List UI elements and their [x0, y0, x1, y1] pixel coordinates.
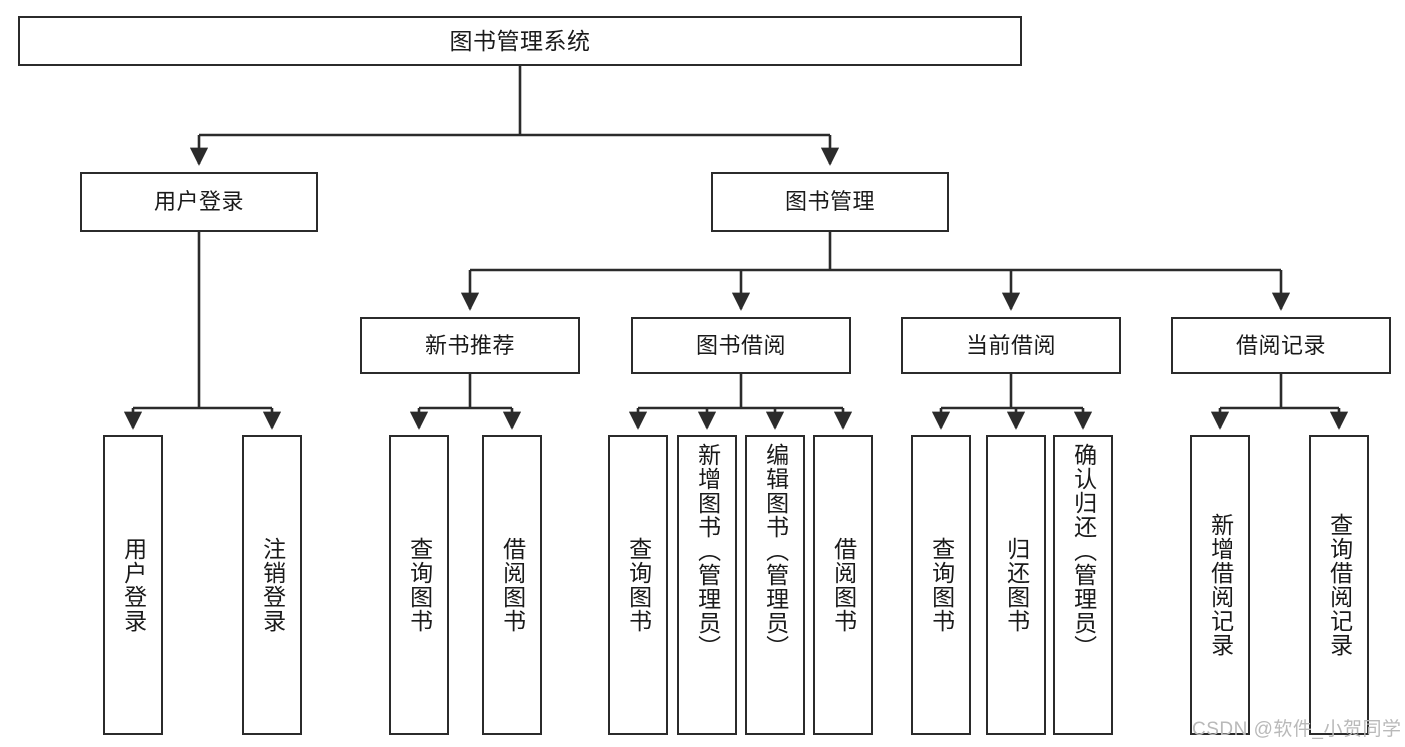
node-leaf-query-book-rec[interactable]: 查询图书: [389, 435, 449, 735]
node-leaf-edit-book-admin-label: 编辑图书（管理员）: [762, 443, 789, 659]
node-leaf-edit-book-admin[interactable]: 编辑图书（管理员）: [745, 435, 805, 735]
node-borrow-record[interactable]: 借阅记录: [1171, 317, 1391, 374]
node-leaf-logout-label: 注销登录: [259, 537, 286, 633]
node-leaf-confirm-return-admin-label: 确认归还（管理员）: [1070, 443, 1097, 659]
node-leaf-query-book-borrow[interactable]: 查询图书: [608, 435, 668, 735]
node-leaf-return-book[interactable]: 归还图书: [986, 435, 1046, 735]
node-leaf-add-book-admin-label: 新增图书（管理员）: [694, 443, 721, 659]
node-leaf-return-book-label: 归还图书: [1003, 537, 1030, 633]
node-leaf-user-login-label: 用户登录: [120, 537, 147, 633]
node-current-borrow[interactable]: 当前借阅: [901, 317, 1121, 374]
node-user-login-label: 用户登录: [153, 189, 244, 214]
node-book-manage-label: 图书管理: [784, 189, 875, 214]
node-leaf-query-book-current[interactable]: 查询图书: [911, 435, 971, 735]
node-book-borrow-label: 图书借阅: [695, 332, 786, 358]
node-root[interactable]: 图书管理系统: [18, 16, 1022, 66]
node-leaf-add-borrow-record[interactable]: 新增借阅记录: [1190, 435, 1250, 735]
node-new-book-rec-label: 新书推荐: [424, 332, 515, 358]
node-user-login[interactable]: 用户登录: [80, 172, 318, 232]
node-leaf-add-book-admin[interactable]: 新增图书（管理员）: [677, 435, 737, 735]
node-leaf-query-book-borrow-label: 查询图书: [625, 537, 652, 633]
node-leaf-logout[interactable]: 注销登录: [242, 435, 302, 735]
node-leaf-add-borrow-record-label: 新增借阅记录: [1207, 513, 1234, 657]
node-leaf-query-borrow-record[interactable]: 查询借阅记录: [1309, 435, 1369, 735]
node-root-label: 图书管理系统: [449, 27, 591, 54]
node-leaf-confirm-return-admin[interactable]: 确认归还（管理员）: [1053, 435, 1113, 735]
node-current-borrow-label: 当前借阅: [965, 332, 1056, 358]
node-borrow-record-label: 借阅记录: [1235, 332, 1326, 358]
node-leaf-borrow-book-rec[interactable]: 借阅图书: [482, 435, 542, 735]
node-leaf-borrow-book[interactable]: 借阅图书: [813, 435, 873, 735]
node-book-borrow[interactable]: 图书借阅: [631, 317, 851, 374]
node-new-book-rec[interactable]: 新书推荐: [360, 317, 580, 374]
node-book-manage[interactable]: 图书管理: [711, 172, 949, 232]
node-leaf-borrow-book-rec-label: 借阅图书: [499, 537, 526, 633]
node-leaf-query-book-current-label: 查询图书: [928, 537, 955, 633]
node-leaf-user-login[interactable]: 用户登录: [103, 435, 163, 735]
node-leaf-borrow-book-label: 借阅图书: [830, 537, 857, 633]
node-leaf-query-borrow-record-label: 查询借阅记录: [1326, 513, 1353, 657]
node-leaf-query-book-rec-label: 查询图书: [406, 537, 433, 633]
